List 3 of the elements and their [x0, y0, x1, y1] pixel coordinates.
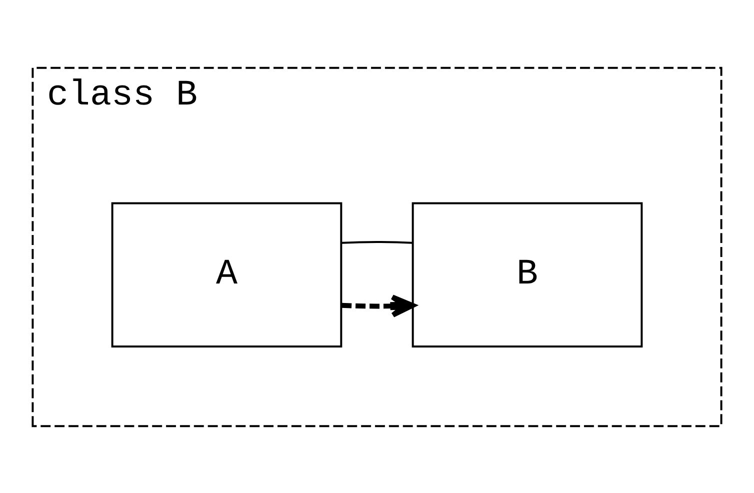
node-box: A [111, 202, 342, 347]
connector [342, 240, 413, 244]
node-box: B [412, 202, 643, 347]
